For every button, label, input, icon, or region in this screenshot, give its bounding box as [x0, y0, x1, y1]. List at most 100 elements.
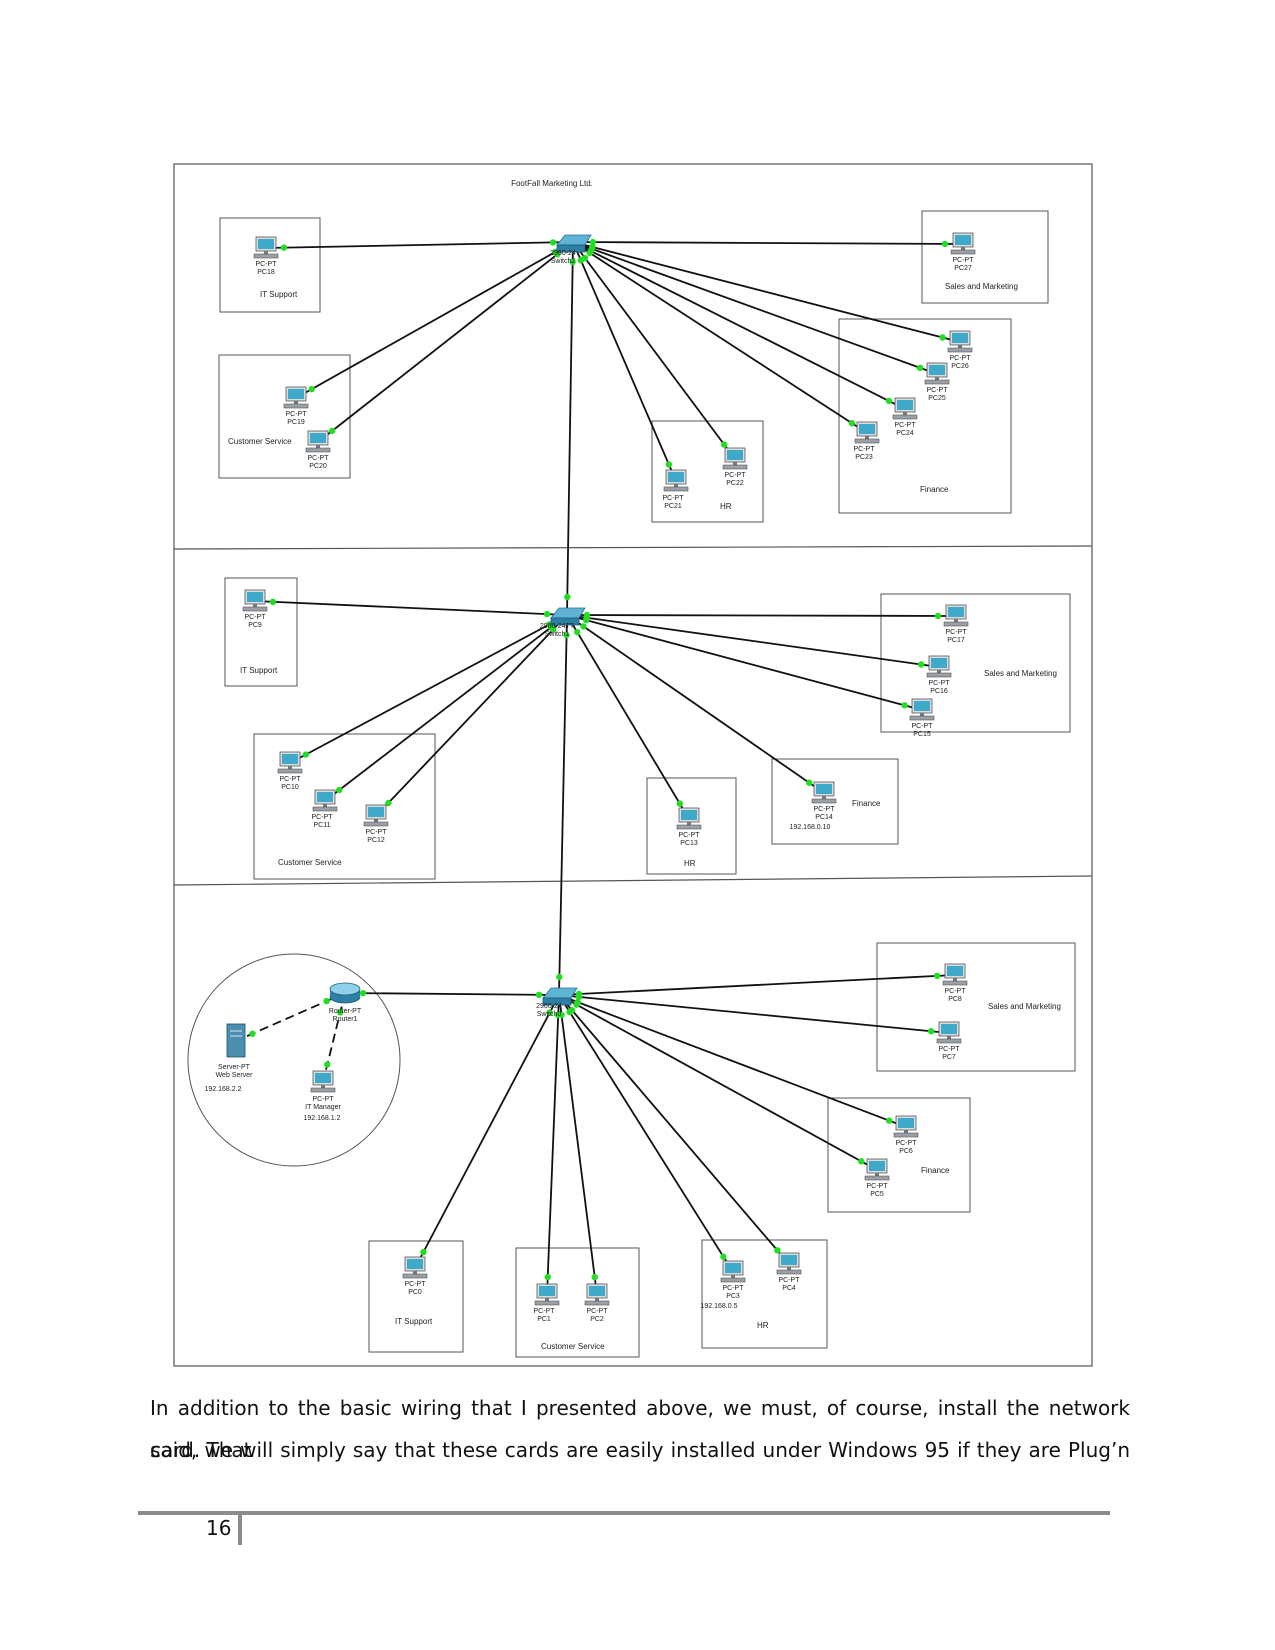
group-box-hr3	[701, 1239, 828, 1349]
group-box-cs3	[515, 1247, 640, 1358]
pc-screen	[539, 1286, 555, 1296]
switch-front	[556, 244, 586, 253]
page-number: 16	[206, 1516, 232, 1540]
network-link	[546, 994, 560, 1296]
pc-type-label: PC-PT	[895, 422, 917, 429]
pc-name-label: PC0	[408, 1289, 422, 1296]
link-endpoint	[328, 427, 336, 435]
pc-ip-label: 192.168.0.5	[701, 1303, 738, 1310]
pc-type-label: PC-PT	[366, 829, 388, 836]
link-endpoint	[858, 1158, 865, 1165]
pc-keyboard	[242, 606, 268, 612]
pc-icon-pc0	[402, 1256, 428, 1279]
pc-stand	[323, 804, 327, 807]
group-box-fin2	[771, 758, 899, 845]
body-paragraph-line-1: In addition to the basic wiring that I p…	[150, 1396, 1130, 1462]
link-endpoint	[575, 990, 583, 998]
pc-keyboard	[277, 768, 303, 774]
group-box-fin3	[827, 1097, 971, 1213]
network-link	[375, 614, 568, 817]
pc-keyboard	[253, 253, 279, 259]
pc-name-label: PC24	[896, 430, 914, 437]
link-endpoint	[941, 240, 949, 248]
network-link	[566, 614, 690, 820]
switch-name-label: Switch0	[537, 1011, 562, 1018]
pc-type-label: PC-PT	[663, 495, 685, 502]
pc-keyboard	[947, 347, 973, 353]
network-link	[558, 994, 598, 1296]
pc-screen	[859, 424, 875, 434]
pc-keyboard	[776, 1269, 802, 1275]
link-endpoint	[563, 631, 570, 639]
pc-type-label: PC-PT	[256, 261, 278, 268]
link-endpoint	[568, 1007, 576, 1014]
network-link	[558, 994, 950, 1034]
link-endpoint	[543, 610, 551, 618]
network-link	[566, 614, 957, 617]
pc-screen	[952, 333, 968, 343]
section-divider	[173, 545, 1093, 550]
pc-type-label: PC-PT	[946, 629, 968, 636]
switch-name-label: Switch1	[545, 631, 570, 638]
pc-type-label: PC-PT	[280, 776, 302, 783]
pc-type-label: PC-PT	[814, 806, 836, 813]
link-endpoint	[848, 419, 856, 427]
network-link	[344, 992, 560, 996]
pc-screen	[681, 810, 697, 820]
pc-keyboard	[942, 980, 968, 986]
switch-sw0-icon	[542, 987, 578, 1006]
pc-name-label: PC11	[314, 822, 331, 829]
link-endpoint	[558, 1011, 565, 1019]
network-link	[566, 614, 825, 794]
pc-name-label: PC25	[928, 395, 946, 402]
pc-ip-label: 192.168.0.10	[790, 824, 831, 831]
link-endpoint	[885, 1117, 893, 1124]
pc-stand	[595, 1298, 599, 1301]
link-endpoint	[554, 251, 561, 258]
network-link	[566, 241, 574, 616]
group-label-cs1: Customer Service	[228, 437, 292, 446]
link-endpoint	[544, 1273, 551, 1281]
pc-stand	[733, 462, 737, 465]
link-endpoint	[581, 254, 589, 262]
pc-icon-pc6	[893, 1115, 919, 1138]
group-box-hr2	[646, 777, 737, 875]
pc-screen	[914, 701, 930, 711]
group-label-hr3: HR	[757, 1321, 769, 1330]
switch-model-label: 2960-24	[550, 250, 576, 257]
pc-screen	[947, 966, 963, 976]
section-divider	[173, 875, 1093, 886]
link-endpoint	[591, 1273, 598, 1281]
pc-type-label: PC-PT	[945, 988, 967, 995]
network-link	[558, 994, 878, 1171]
pc-stand	[935, 377, 939, 380]
network-link	[572, 241, 964, 245]
pc-icon-pc23	[854, 421, 880, 444]
network-link	[414, 994, 560, 1269]
pc-icon-pc5	[864, 1158, 890, 1181]
pc-stand	[674, 484, 678, 487]
server-tower	[226, 1023, 246, 1058]
link-endpoint	[580, 623, 587, 630]
pc-name-label: PC1	[537, 1316, 551, 1323]
group-label-sm1: Sales and Marketing	[945, 282, 1018, 291]
switch-top	[556, 234, 592, 246]
link-endpoint	[569, 258, 576, 266]
pc-name-label: PC22	[726, 480, 744, 487]
router-type-label: Router-PT	[329, 1008, 362, 1015]
pc-name-label: PC16	[930, 688, 948, 695]
network-link	[558, 994, 907, 1128]
pc-screen	[897, 400, 913, 410]
group-label-fin1: Finance	[920, 485, 949, 494]
pc-icon-pc3	[720, 1260, 746, 1283]
pc-keyboard	[854, 438, 880, 444]
pc-keyboard	[893, 1132, 919, 1138]
it-manager-ip-label: 192.168.1.2	[304, 1115, 341, 1122]
pc-type-label: PC-PT	[953, 257, 975, 264]
pc-screen	[668, 472, 684, 482]
pc-type-label: PC-PT	[854, 446, 876, 453]
pc-type-label: PC-PT	[534, 1308, 556, 1315]
link-endpoint	[589, 243, 596, 251]
pc-screen	[247, 592, 263, 602]
link-endpoint	[556, 973, 563, 981]
